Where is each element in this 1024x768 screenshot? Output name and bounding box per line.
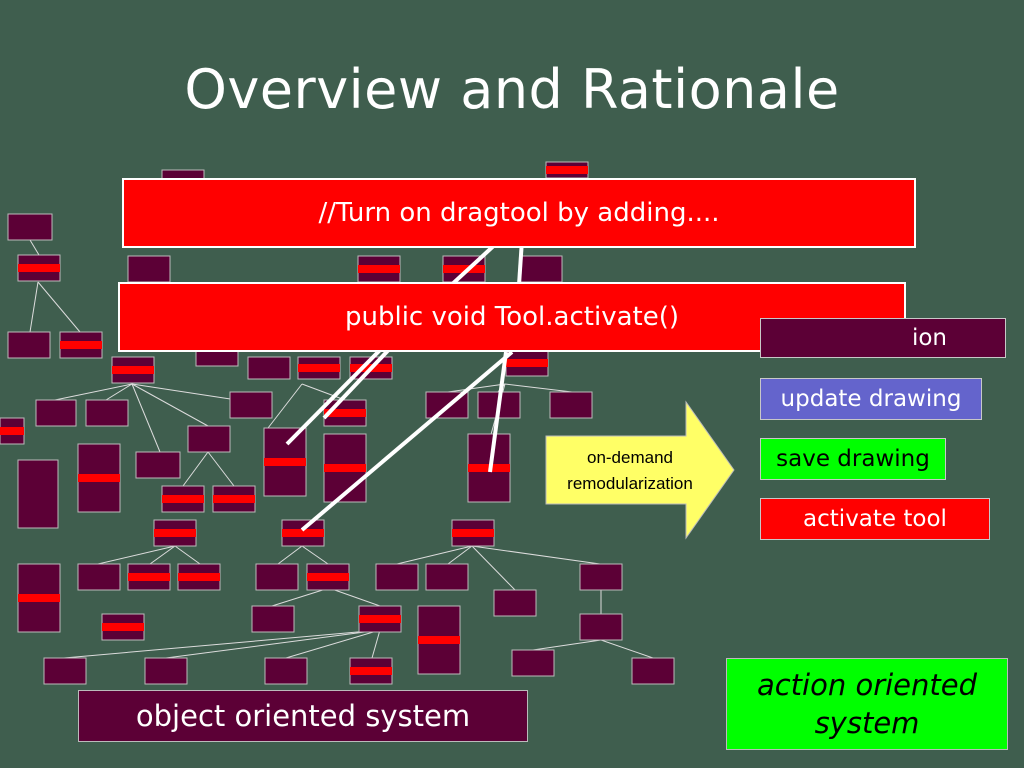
class-module-box [144,657,188,685]
class-module-box [247,356,291,380]
scattered-code-highlight [452,529,494,537]
class-module-box [549,391,593,419]
scattered-code-highlight [213,495,255,503]
tree-edge [600,639,654,659]
scattered-code-highlight [178,573,220,581]
tree-edge [37,281,81,333]
class-module-box [579,613,623,641]
tree-edge [54,383,133,401]
tree-edge [532,639,602,651]
remodularization-arrow [545,400,735,540]
save-drawing-concern: save drawing [760,438,946,480]
update-drawing-concern: update drawing [760,378,982,420]
class-module-box [43,657,87,685]
scattered-code-highlight [359,615,401,623]
callout-pointer-line [488,351,508,473]
class-module-box [631,657,675,685]
dragtool-comment-callout: //Turn on dragtool by adding.... [122,178,916,248]
tree-edge [131,383,209,427]
tree-edge [504,383,573,393]
tree-edge [328,587,381,607]
tree-edge [471,545,516,591]
class-module-box [519,255,563,283]
tree-edge [105,383,133,401]
scattered-code-highlight [546,166,588,174]
scattered-code-highlight [282,529,324,537]
scattered-code-highlight [324,409,366,417]
action-oriented-system-label: action oriented system [726,658,1008,750]
class-module-box [35,399,77,427]
class-module-box [229,391,273,419]
callout-pointer-line [300,350,514,532]
scattered-code-highlight [324,464,366,472]
scattered-code-highlight [298,364,340,372]
tree-edge [29,281,39,333]
tree-edge [165,629,381,659]
scattered-code-highlight [154,529,196,537]
scattered-code-highlight [18,264,60,272]
tree-edge [97,545,176,565]
scattered-code-highlight [358,265,400,273]
scattered-code-highlight [112,366,154,374]
class-module-box [493,589,537,617]
class-module-box [375,563,419,591]
tree-edge [285,629,381,659]
tree-edge [301,545,329,565]
tree-edge [447,545,473,565]
callout-pointer-line [285,338,392,446]
tree-edge [471,545,601,565]
class-module-box [511,649,555,677]
scattered-code-highlight [443,265,485,273]
class-module-box [579,563,623,591]
activate-tool-concern: activate tool [760,498,990,540]
tree-edge [174,545,201,565]
class-module-box [425,563,469,591]
class-module-box [85,399,129,427]
scattered-code-highlight [506,359,548,367]
class-module-box [77,563,121,591]
class-module-box [251,605,295,633]
class-module-box [7,331,51,359]
class-module-box [7,213,53,241]
scattered-code-highlight [264,458,306,466]
slide-title: Overview and Rationale [184,58,840,121]
class-module-box [264,657,308,685]
scattered-code-highlight [78,474,120,482]
scattered-code-highlight [307,573,349,581]
class-module-box [135,451,181,479]
tree-edge [149,545,176,565]
class-module-box [17,459,59,529]
scattered-code-highlight [128,573,170,581]
tree-edge [271,587,330,607]
tree-edge [371,629,381,659]
scattered-code-highlight [0,427,24,435]
tree-edge [131,383,161,453]
class-module-box [127,255,171,283]
tree-edge [207,451,235,487]
tree-edge [301,383,346,401]
tree-edge [447,383,506,393]
scattered-code-highlight [60,341,102,349]
tree-edge [182,451,209,487]
object-oriented-system-label: object oriented system [78,690,528,742]
class-module-box [187,425,231,453]
tree-edge [267,383,303,429]
tree-edge [277,545,303,565]
scattered-code-highlight [18,594,60,602]
scattered-code-highlight [418,636,460,644]
scattered-code-highlight [102,623,144,631]
concern-partially-hidden: ion [760,318,1006,358]
tree-edge [396,545,473,565]
callout-pointer-line [322,338,400,420]
remodularization-label: on-demand remodularization [567,448,693,493]
scattered-code-highlight [162,495,204,503]
scattered-code-highlight [350,667,392,675]
tree-edge [63,629,381,659]
class-module-box [255,563,299,591]
